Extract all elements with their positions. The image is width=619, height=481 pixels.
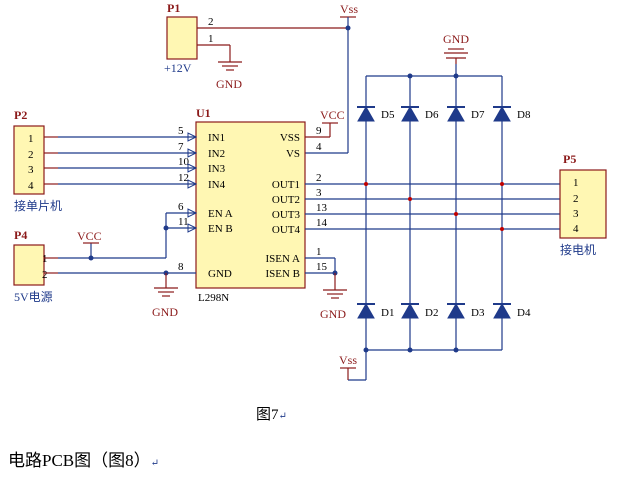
p5-pin-2: 2 xyxy=(573,193,579,205)
diode-top xyxy=(493,105,511,122)
ic-pin-name: IN1 xyxy=(208,132,225,144)
ic-pin-name: OUT2 xyxy=(272,194,300,206)
u1-l298n xyxy=(195,121,306,289)
ic-pin-number: 12 xyxy=(178,172,189,184)
ic-pin-number: 9 xyxy=(316,125,322,137)
p2-pin-4: 4 xyxy=(28,180,34,192)
ic-pin-name: ISEN B xyxy=(265,268,300,280)
return-mark: ↵ xyxy=(278,411,287,422)
ground-symbol-p1 xyxy=(218,61,242,71)
diode-top xyxy=(447,105,465,122)
ic-pin-name: IN2 xyxy=(208,148,225,160)
diode-top-label: D8 xyxy=(517,109,531,121)
ic-pin-number: 2 xyxy=(316,172,322,184)
p5-label: 接电机 xyxy=(560,242,596,257)
ic-pin-number: 11 xyxy=(178,216,189,228)
p2-pin-2: 2 xyxy=(28,149,34,161)
ic-pin-name: OUT4 xyxy=(272,224,301,236)
ic-pin-number: 14 xyxy=(316,217,328,229)
u1-designator: U1 xyxy=(196,106,211,120)
diode-top xyxy=(401,105,419,122)
ic-pin-number: 5 xyxy=(178,125,184,137)
ic-pin-number: 13 xyxy=(316,202,328,214)
ic-pin-name: VS xyxy=(286,148,300,160)
p4-designator: P4 xyxy=(14,228,27,242)
diode-top xyxy=(357,105,375,122)
ground-symbol-isen xyxy=(323,289,347,299)
gnd-label-isen: GND xyxy=(320,307,346,321)
p5-designator: P5 xyxy=(563,152,576,166)
gnd-label-p1: GND xyxy=(216,77,242,91)
ic-pin-number: 4 xyxy=(316,141,322,153)
ic-pin-name: OUT1 xyxy=(272,179,300,191)
diode-bottom xyxy=(493,302,511,319)
ic-pin-name: OUT3 xyxy=(272,209,301,221)
ic-pin-name: EN A xyxy=(208,208,233,220)
diode-bottom-label: D2 xyxy=(425,307,438,319)
ground-symbol-top xyxy=(444,48,468,59)
figure-caption: 图7↵ xyxy=(256,403,287,424)
ic-pin-number: 15 xyxy=(316,261,328,273)
p2-pin-3: 3 xyxy=(28,164,34,176)
ic-pin-name: ISEN A xyxy=(265,253,300,265)
p2-designator: P2 xyxy=(14,108,27,122)
p4-pin-1: 1 xyxy=(42,253,48,265)
p4-pin-2: 2 xyxy=(42,269,48,281)
ground-symbol-p4 xyxy=(154,287,178,297)
p1-pin-1: 1 xyxy=(208,33,214,45)
p2-connector xyxy=(13,125,45,195)
p5-pin-3: 3 xyxy=(573,208,579,220)
ic-pin-number: 3 xyxy=(316,187,322,199)
p2-pin-1: 1 xyxy=(28,133,34,145)
p5-connector xyxy=(559,169,607,239)
diode-bottom-label: D1 xyxy=(381,307,394,319)
diode-bottom xyxy=(447,302,465,319)
diode-bottom-label: D4 xyxy=(517,307,531,319)
ic-pin-name: EN B xyxy=(208,223,233,235)
p1-label: +12V xyxy=(164,61,192,75)
p2-label: 接单片机 xyxy=(14,198,62,213)
diode-bottom xyxy=(401,302,419,319)
ic-pin-number: 1 xyxy=(316,246,322,258)
p5-pin-1: 1 xyxy=(573,177,579,189)
diode-bottom xyxy=(357,302,375,319)
caption-text: 图7 xyxy=(256,407,279,423)
ic-pin-number: 8 xyxy=(178,261,184,273)
diode-top-label: D5 xyxy=(381,109,395,121)
p4-label: 5V电源 xyxy=(14,290,53,304)
p1-designator: P1 xyxy=(167,1,180,15)
p1-connector xyxy=(166,16,198,60)
p4-connector xyxy=(13,244,45,286)
p1-pin-2: 2 xyxy=(208,16,214,28)
section-heading: 电路PCB图（图8）↵ xyxy=(8,446,159,471)
gnd-label-p4: GND xyxy=(152,305,178,319)
ic-pin-name: IN3 xyxy=(208,163,226,175)
vcc-p4-label: VCC xyxy=(77,229,102,243)
diode-top-label: D6 xyxy=(425,109,439,121)
ic-pin-number: 6 xyxy=(178,201,184,213)
diode-bottom-label: D3 xyxy=(471,307,485,319)
footer-text: 电路PCB图（图8） xyxy=(8,451,151,470)
ic-pin-name: VSS xyxy=(280,132,300,144)
p5-pin-4: 4 xyxy=(573,223,579,235)
vss-top-label: Vss xyxy=(340,2,358,16)
diode-top-label: D7 xyxy=(471,109,485,121)
ic-pin-name: GND xyxy=(208,268,232,280)
vcc-ic-label: VCC xyxy=(320,108,345,122)
ic-pin-name: IN4 xyxy=(208,179,226,191)
gnd-label-top: GND xyxy=(443,32,469,46)
vss-bottom-label: Vss xyxy=(339,353,357,367)
return-mark-footer: ↵ xyxy=(150,458,160,469)
ic-pin-number: 7 xyxy=(178,141,184,153)
ic-pin-number: 10 xyxy=(178,156,190,168)
u1-part: L298N xyxy=(198,292,229,304)
